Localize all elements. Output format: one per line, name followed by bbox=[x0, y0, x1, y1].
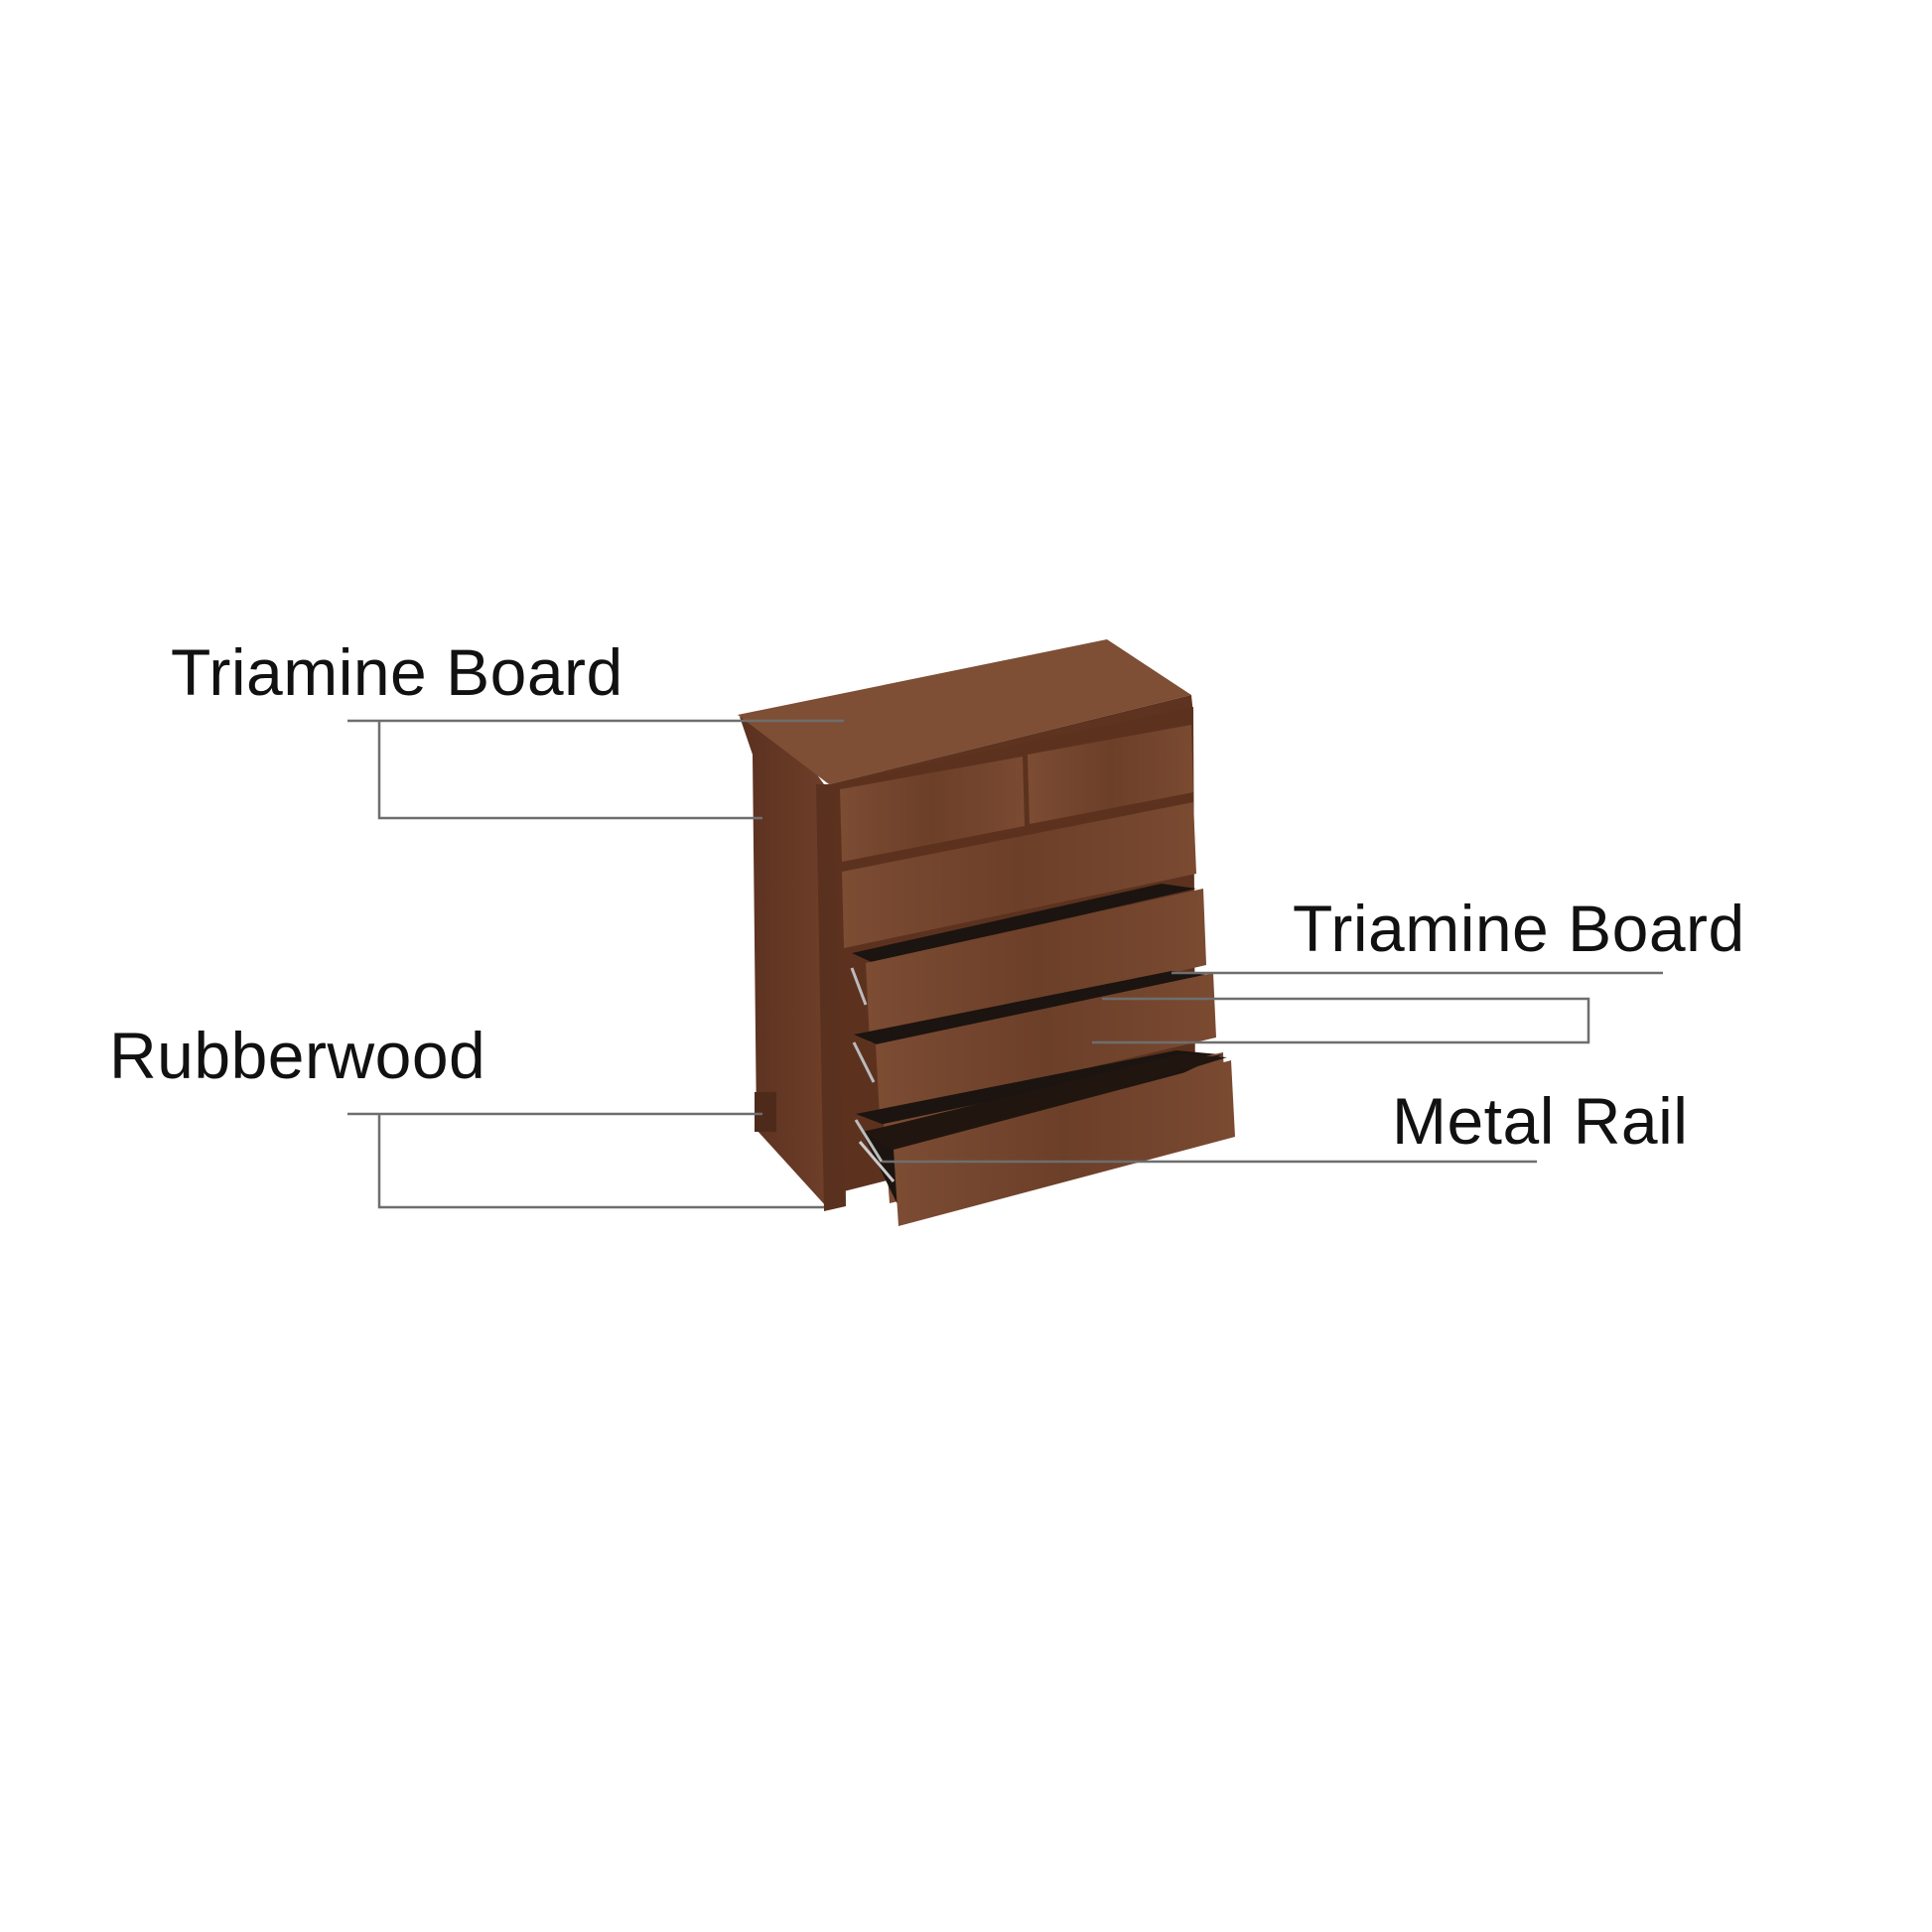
drawer-1-front bbox=[842, 802, 1196, 948]
drawer-2-front bbox=[866, 889, 1206, 1042]
metal-rail-4 bbox=[858, 1141, 896, 1182]
metal-rail-3 bbox=[854, 1119, 884, 1163]
drawer-5-interior-floor bbox=[864, 1054, 1227, 1157]
dresser-top-surface bbox=[738, 639, 1191, 784]
leader-bottom-left-bracket bbox=[377, 1114, 824, 1209]
drawer-5-front bbox=[894, 1060, 1235, 1226]
leader-top-left-bracket bbox=[377, 721, 762, 820]
drawer-3-front bbox=[876, 973, 1216, 1117]
top-right-small-drawer bbox=[1028, 725, 1193, 824]
metal-rail-2 bbox=[852, 1041, 876, 1083]
leader-lines bbox=[347, 719, 1663, 1209]
drawer-3-interior bbox=[854, 971, 1209, 1047]
label-right-top: Triamine Board bbox=[1293, 892, 1745, 965]
label-top-left: Triamine Board bbox=[171, 635, 623, 709]
dresser-rear-leg bbox=[755, 1092, 776, 1132]
label-bottom-left: Rubberwood bbox=[109, 1019, 485, 1092]
dresser-illustration bbox=[738, 639, 1235, 1226]
metal-rail-1 bbox=[850, 967, 868, 1006]
top-left-small-drawer bbox=[840, 757, 1025, 862]
leader-right-top-lower bbox=[1092, 997, 1590, 1044]
label-right-bottom: Metal Rail bbox=[1392, 1084, 1688, 1158]
drawer-2-interior bbox=[852, 884, 1196, 963]
dresser-side-panel bbox=[740, 717, 826, 1206]
